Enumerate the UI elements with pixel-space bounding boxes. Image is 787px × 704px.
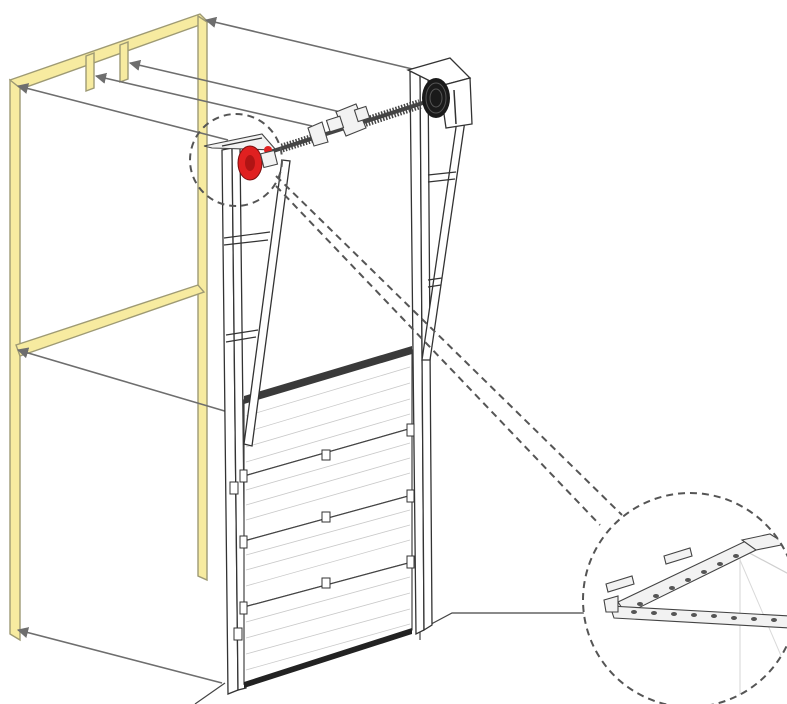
sectional-garage-door [203,57,473,695]
left-strut [243,159,291,447]
red-cable-drum [237,145,279,181]
left-track-rungs [223,231,271,343]
black-cable-drum [422,78,457,125]
arm-upper-holes [637,554,739,606]
top-seal [244,346,412,404]
callout-source-circle [189,113,283,207]
panel-hinges [229,423,415,641]
panel-grooves [245,366,411,671]
left-spring-cone [307,121,329,147]
assembly-arrows [16,16,426,684]
yellow-door-frame [8,13,210,642]
arm-lower-holes [631,610,777,622]
wall-anchor-bolts [605,547,693,593]
right-track-rungs [427,171,457,288]
torsion-spring-shaft [269,98,433,154]
torsion-spring-right [363,99,422,127]
bottom-seal [244,628,412,688]
bracket-detail-callout [582,492,787,704]
callout-leader-lines [275,175,623,526]
